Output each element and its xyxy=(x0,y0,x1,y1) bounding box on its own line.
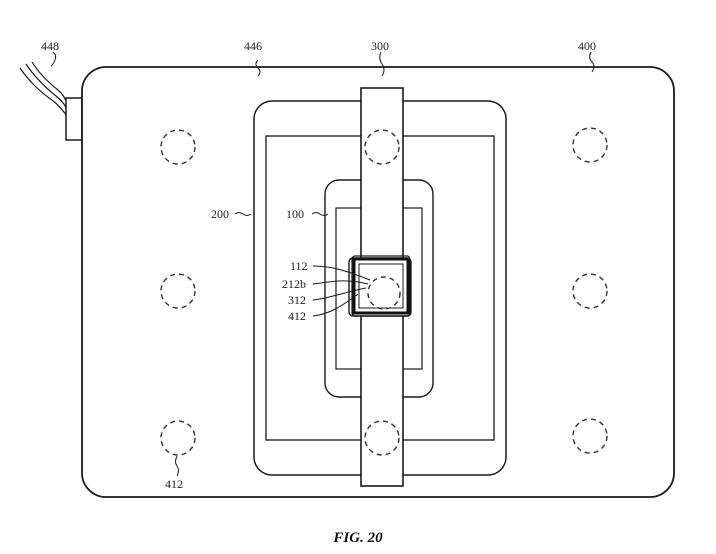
coil-circle xyxy=(572,127,608,163)
coil-circle xyxy=(160,273,196,309)
cable xyxy=(19,61,68,117)
label-448: 448 xyxy=(41,39,59,53)
label-300: 300 xyxy=(371,39,389,53)
coil-circles xyxy=(160,127,608,456)
coil-circle xyxy=(572,418,608,454)
label-112: 112 xyxy=(290,259,308,273)
label-446: 446 xyxy=(244,39,262,53)
label-100: 100 xyxy=(286,207,304,221)
coil-circle xyxy=(364,129,400,165)
coil-circle xyxy=(572,273,608,309)
watch-body xyxy=(348,255,412,317)
coil-circle xyxy=(160,420,196,456)
coil-circle xyxy=(367,276,401,310)
label-400: 400 xyxy=(578,39,596,53)
figure-caption: FIG. 20 xyxy=(332,530,383,546)
label-412-bottom: 412 xyxy=(165,477,183,491)
coil-circle xyxy=(364,420,400,456)
coil-circle xyxy=(160,129,196,165)
label-212b: 212b xyxy=(282,277,306,291)
leader-lines xyxy=(50,51,595,477)
label-312: 312 xyxy=(288,293,306,307)
label-412-center: 412 xyxy=(288,309,306,323)
cable-plug xyxy=(65,97,83,141)
label-200: 200 xyxy=(211,207,229,221)
